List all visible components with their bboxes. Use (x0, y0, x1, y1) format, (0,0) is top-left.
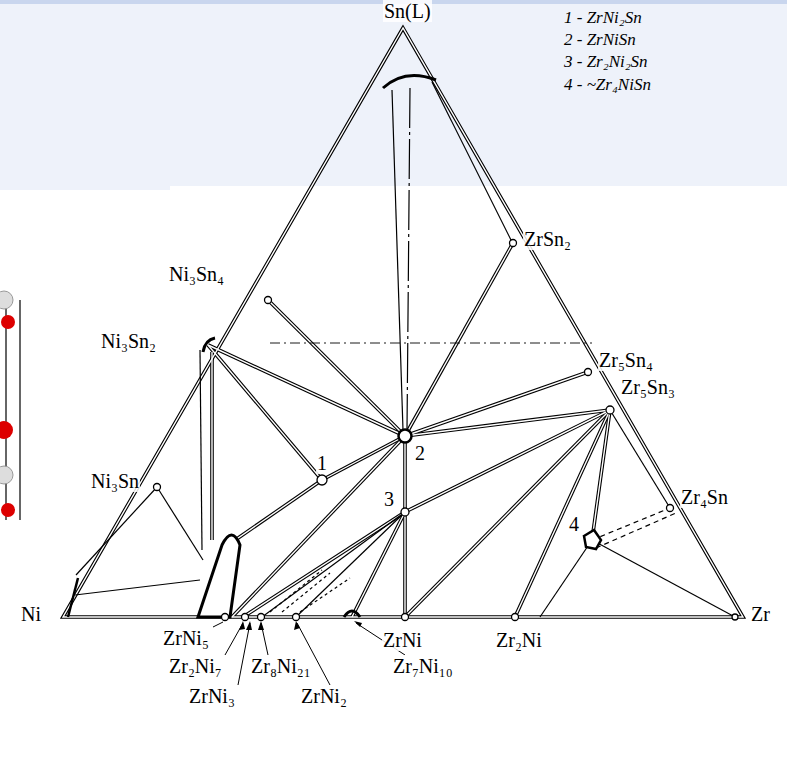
callout-number: 2 (414, 442, 426, 464)
phase-label: ZrNi₅ (162, 627, 210, 649)
legend-entry: 2 - ZrNiSn (563, 30, 637, 50)
callout-number: 4 (568, 513, 580, 535)
phase-label: Zr₅Sn₃ (620, 376, 676, 398)
phase-label: Zr₅Sn₄ (598, 349, 654, 371)
callout-number: 3 (383, 488, 395, 510)
legend-entry: 1 - ZrNi₂Sn (563, 8, 643, 28)
phase-label: ZrNi₃ (188, 685, 236, 707)
phase-label: Zr (750, 603, 771, 625)
tie-lines (63, 28, 743, 617)
phase-label: Zr₂Ni₇ (168, 655, 223, 677)
leader-heads (239, 621, 362, 630)
legend-entry: 3 - Zr₂Ni₂Sn (563, 52, 649, 72)
phase-label: ZrSn₂ (523, 228, 572, 250)
phase-label: Ni₃Sn₄ (168, 263, 225, 285)
phase-label: ZrNi₂ (300, 685, 348, 707)
slide-ground (0, 0, 787, 190)
phase-label: Ni₃Sn (90, 470, 140, 492)
tie-lines (63, 28, 743, 617)
phase-label: Zr₈Ni₂₁ (250, 655, 312, 677)
phase-label: Zr₂Ni (495, 629, 543, 651)
phase-label: ZrNi (382, 629, 423, 651)
plot-ground (0, 190, 787, 767)
phase-label: Ni (20, 603, 42, 625)
phase-label: Sn(L) (383, 0, 432, 22)
tie-lines (68, 76, 735, 618)
legend-entry: 4 - ~Zr₄NiSn (563, 75, 652, 95)
phase-label: Ni₃Sn₂ (100, 330, 157, 352)
crystal-fragment (0, 291, 20, 520)
phase-label: Zr₇Ni₁₀ (392, 655, 454, 677)
callout-number: 1 (316, 452, 328, 474)
leader-lines (213, 622, 405, 685)
compound-points (154, 240, 739, 621)
phase-label: Zr₄Sn (680, 486, 729, 508)
